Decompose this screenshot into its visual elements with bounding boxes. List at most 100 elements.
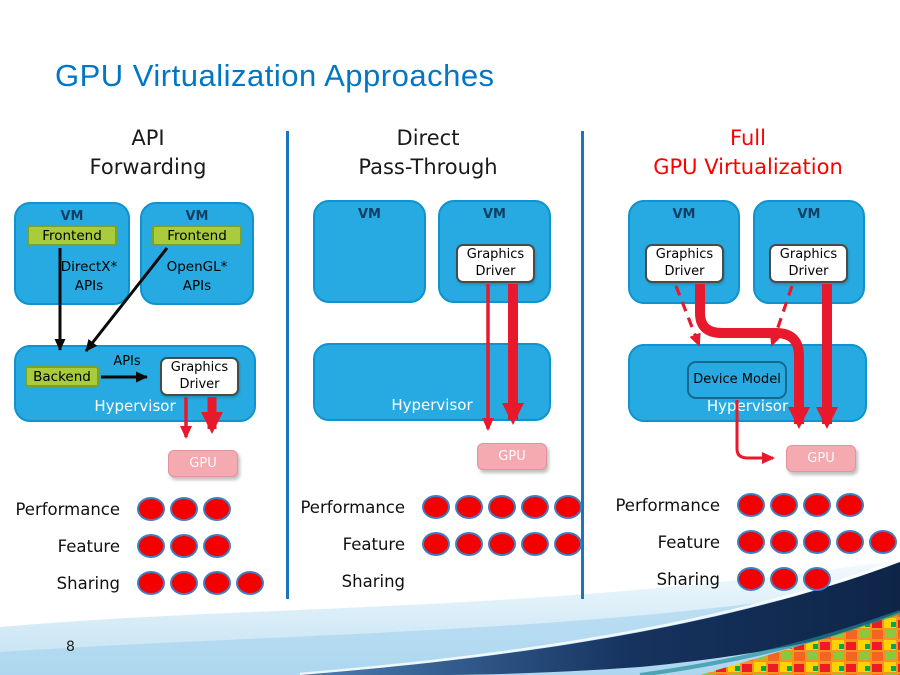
column-heading-direct-pass-through: Direct Pass-Through — [288, 124, 568, 182]
device-model-box: Device Model — [687, 361, 787, 399]
column-heading-full-gpu-virtualization: Full GPU Virtualization — [598, 124, 898, 182]
rating-dots — [132, 497, 231, 521]
rating-dot — [236, 571, 264, 595]
rating-dot — [521, 495, 549, 519]
rating-row: Sharing — [2, 570, 264, 596]
rating-row: Feature — [2, 533, 264, 559]
rating-dot — [203, 534, 231, 558]
rating-dot — [770, 530, 798, 554]
gpu-label: GPU — [189, 456, 217, 471]
rating-row: Feature — [600, 529, 897, 555]
vm-label: VM — [483, 207, 506, 222]
rating-dots — [732, 530, 897, 554]
rating-dot — [869, 530, 897, 554]
rating-label: Feature — [57, 536, 120, 556]
gpu-box: GPU — [786, 445, 856, 472]
heading-line: API — [131, 126, 165, 150]
graphics-driver-label: Graphics Driver — [655, 246, 714, 279]
rating-dots — [132, 571, 264, 595]
backend-label: Backend — [33, 368, 91, 385]
rating-dot — [455, 532, 483, 556]
rating-dot — [554, 532, 582, 556]
ratings-direct-pass-through: Performance Feature Sharing — [287, 494, 582, 605]
rating-label: Performance — [15, 499, 120, 519]
rating-dot — [803, 567, 831, 591]
hypervisor-label: Hypervisor — [391, 396, 473, 414]
rating-dot — [488, 495, 516, 519]
rating-dot — [170, 534, 198, 558]
column-heading-api-forwarding: API Forwarding — [8, 124, 288, 182]
rating-dot — [803, 530, 831, 554]
graphics-driver-label: Graphics Driver — [466, 246, 525, 279]
hypervisor-box: Hypervisor — [313, 343, 551, 421]
rating-dot — [137, 534, 165, 558]
ratings-full-gpu-virtualization: Performance Feature Sharing — [600, 492, 897, 603]
vm-label: VM — [185, 209, 209, 224]
rating-label: Feature — [342, 534, 405, 554]
rating-row: Performance — [600, 492, 897, 518]
rating-dots — [132, 534, 231, 558]
rating-label: Sharing — [341, 571, 405, 591]
rating-dot — [836, 530, 864, 554]
bottom-wave-decoration — [0, 558, 900, 675]
graphics-driver-label: Graphics Driver — [170, 359, 229, 392]
apis-arrow-label: APIs — [113, 354, 141, 369]
gpu-box: GPU — [168, 450, 238, 477]
ratings-api-forwarding: Performance Feature Sharing — [2, 496, 264, 607]
rating-dot — [137, 571, 165, 595]
rating-dot — [422, 532, 450, 556]
rating-dot — [770, 493, 798, 517]
rating-dot — [836, 493, 864, 517]
column-divider — [286, 131, 289, 599]
rating-dot — [737, 530, 765, 554]
rating-row: Sharing — [600, 566, 897, 592]
rating-row: Performance — [2, 496, 264, 522]
heading-line: GPU Virtualization — [653, 155, 843, 179]
device-model-label: Device Model — [693, 371, 781, 387]
rating-row: Performance — [287, 494, 582, 520]
rating-label: Feature — [657, 532, 720, 552]
rating-dot — [203, 571, 231, 595]
rating-dot — [170, 497, 198, 521]
graphics-driver-box: Graphics Driver — [160, 357, 239, 396]
rating-row: Sharing — [287, 568, 582, 594]
rating-dot — [803, 493, 831, 517]
vm-label: VM — [672, 207, 696, 222]
rating-label: Performance — [300, 497, 405, 517]
column-divider — [581, 131, 584, 599]
rating-dots — [417, 532, 582, 556]
hypervisor-label: Hypervisor — [94, 397, 176, 415]
heading-line: Full — [730, 126, 766, 150]
rating-dot — [137, 497, 165, 521]
rating-dots — [732, 567, 831, 591]
gpu-label: GPU — [807, 451, 835, 466]
page-number: 8 — [66, 639, 75, 655]
heading-line: Forwarding — [89, 155, 207, 179]
gpu-label: GPU — [498, 449, 526, 464]
rating-dot — [554, 495, 582, 519]
frontend-box: Frontend — [27, 225, 117, 246]
graphics-driver-label: Graphics Driver — [779, 246, 838, 279]
gpu-box: GPU — [477, 443, 547, 470]
rating-dot — [737, 567, 765, 591]
heading-line: Pass-Through — [358, 155, 498, 179]
opengl-apis-label: OpenGL* APIs — [166, 259, 228, 294]
graphics-driver-box: Graphics Driver — [645, 244, 724, 283]
rating-dot — [737, 493, 765, 517]
rating-dot — [770, 567, 798, 591]
rating-dot — [422, 495, 450, 519]
heading-line: Direct — [396, 126, 460, 150]
rating-label: Sharing — [656, 569, 720, 589]
frontend-label: Frontend — [167, 227, 227, 244]
vm-label: VM — [797, 207, 821, 222]
rating-dot — [488, 532, 516, 556]
graphics-driver-box: Graphics Driver — [456, 244, 535, 283]
frontend-box: Frontend — [152, 225, 242, 246]
rating-dot — [203, 497, 231, 521]
rating-dots — [417, 495, 582, 519]
rating-row: Feature — [287, 531, 582, 557]
hypervisor-label: Hypervisor — [706, 397, 789, 415]
rating-dots — [732, 493, 864, 517]
directx-apis-label: DirectX* APIs — [60, 259, 118, 294]
